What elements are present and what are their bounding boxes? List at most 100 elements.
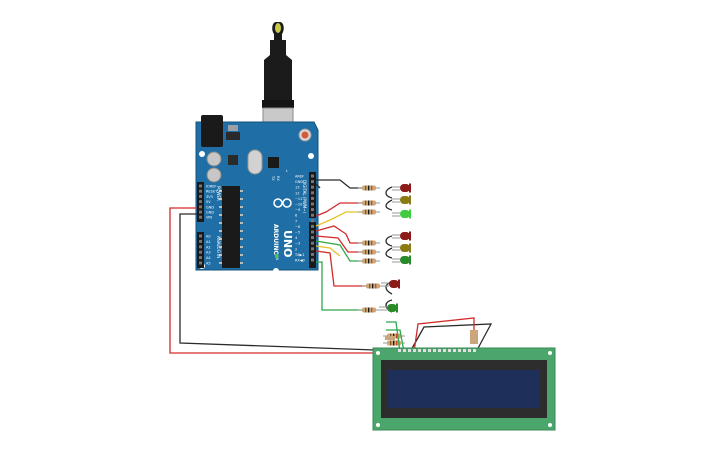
pin-label-left: IOREF bbox=[206, 185, 216, 189]
digital-pin[interactable] bbox=[311, 174, 314, 178]
led-yellow-1[interactable] bbox=[392, 195, 411, 205]
header-pin[interactable] bbox=[199, 256, 202, 260]
header-pin[interactable] bbox=[199, 261, 202, 265]
header-pin[interactable] bbox=[199, 194, 202, 198]
digital-pin[interactable] bbox=[311, 252, 314, 256]
digital-pin[interactable] bbox=[311, 258, 314, 262]
wire-pin8-yellow2 bbox=[315, 235, 362, 253]
led-ground-wires[interactable] bbox=[385, 186, 393, 313]
header-pin[interactable] bbox=[199, 184, 202, 188]
lcd-pin[interactable] bbox=[468, 349, 471, 352]
power-jack bbox=[201, 115, 223, 147]
pin-label-right: ~5 bbox=[295, 231, 300, 235]
digital-pin[interactable] bbox=[311, 180, 314, 184]
resistor-band bbox=[368, 200, 370, 206]
lcd-screen bbox=[388, 370, 540, 408]
lcd-pin[interactable] bbox=[403, 349, 406, 352]
lcd-pin[interactable] bbox=[458, 349, 461, 352]
resistor-band bbox=[365, 240, 367, 246]
digital-pin[interactable] bbox=[311, 224, 314, 228]
digital-pin[interactable] bbox=[311, 219, 314, 223]
lcd-pin[interactable] bbox=[413, 349, 416, 352]
led-red-1[interactable] bbox=[392, 183, 411, 193]
wire-5v-red bbox=[169, 207, 375, 354]
lcd-pin[interactable] bbox=[443, 349, 446, 352]
resistor-band bbox=[375, 283, 377, 289]
digital-header-top bbox=[309, 172, 316, 218]
pin-label-left: A3 bbox=[206, 251, 211, 255]
lcd-pin[interactable] bbox=[473, 349, 476, 352]
resistor-band bbox=[396, 333, 398, 339]
lcd-16x2[interactable] bbox=[372, 330, 556, 431]
header-pin[interactable] bbox=[199, 234, 202, 238]
lcd-pin[interactable] bbox=[418, 349, 421, 352]
resistor-band bbox=[365, 249, 367, 255]
header-pin[interactable] bbox=[199, 215, 202, 219]
atmega-chip bbox=[222, 186, 240, 268]
tx-label: TX bbox=[271, 175, 275, 181]
pin-label-right: ~6 bbox=[295, 225, 300, 229]
resistor-band bbox=[371, 249, 373, 255]
lcd-pin[interactable] bbox=[438, 349, 441, 352]
header-pin[interactable] bbox=[199, 205, 202, 209]
digital-pin[interactable] bbox=[311, 196, 314, 200]
led-yellow-2[interactable] bbox=[392, 243, 411, 253]
arduino-uno-board[interactable]: ARDUINO UNO DIGITAL (PWM~) ANALOG IN POW… bbox=[195, 115, 319, 274]
digital-pin[interactable] bbox=[311, 208, 314, 212]
header-pin[interactable] bbox=[199, 245, 202, 249]
pin-label-left: A4 bbox=[206, 256, 211, 260]
wires-power[interactable] bbox=[169, 207, 493, 354]
resistor-band bbox=[371, 307, 373, 313]
wires-digital[interactable] bbox=[315, 179, 366, 311]
header-pin[interactable] bbox=[199, 200, 202, 204]
leds[interactable] bbox=[379, 183, 411, 313]
lcd-pin[interactable] bbox=[408, 349, 411, 352]
resistor-band bbox=[369, 283, 371, 289]
lcd-pin[interactable] bbox=[463, 349, 466, 352]
digital-pin[interactable] bbox=[311, 230, 314, 234]
pin-label-right: 8 bbox=[295, 214, 297, 218]
resistor-band bbox=[365, 258, 367, 264]
header-pin[interactable] bbox=[199, 210, 202, 214]
header-pin[interactable] bbox=[199, 239, 202, 243]
resistor-band bbox=[371, 209, 373, 215]
digital-pin[interactable] bbox=[311, 236, 314, 240]
resistor-band bbox=[371, 240, 373, 246]
pin-label-right: ~10 bbox=[295, 203, 302, 207]
resistors[interactable] bbox=[358, 185, 405, 346]
wire-lcd-green-1 bbox=[386, 329, 405, 353]
resistor-band bbox=[368, 240, 370, 246]
header-pin[interactable] bbox=[199, 189, 202, 193]
lcd-pin[interactable] bbox=[433, 349, 436, 352]
wire-gnd-led-black1 bbox=[315, 183, 321, 189]
pin-label-right: GND bbox=[295, 180, 303, 184]
pin-label-left: RESET bbox=[206, 190, 218, 194]
header-pin[interactable] bbox=[199, 250, 202, 254]
pin-label-right: ~3 bbox=[295, 242, 300, 246]
lcd-pin[interactable] bbox=[428, 349, 431, 352]
pin-label-right: 2 bbox=[295, 247, 297, 251]
lcd-pin[interactable] bbox=[453, 349, 456, 352]
led-red-2[interactable] bbox=[392, 231, 411, 241]
lcd-pot-resistor[interactable] bbox=[385, 336, 395, 340]
led-green-3[interactable] bbox=[379, 303, 398, 313]
resistor-band bbox=[368, 307, 370, 313]
wire-pin6-yellow bbox=[315, 245, 341, 257]
digital-pin[interactable] bbox=[311, 191, 314, 195]
digital-header-label: DIGITAL (PWM~) bbox=[302, 180, 307, 214]
led-red-3[interactable] bbox=[381, 279, 400, 289]
lcd-pin[interactable] bbox=[448, 349, 451, 352]
digital-pin[interactable] bbox=[311, 185, 314, 189]
digital-pin[interactable] bbox=[311, 241, 314, 245]
led-green-1[interactable] bbox=[392, 209, 411, 219]
lcd-pin[interactable] bbox=[398, 349, 401, 352]
led-green-2[interactable] bbox=[392, 255, 411, 265]
resistor-band bbox=[365, 209, 367, 215]
wire-pin11-yellow1 bbox=[315, 202, 362, 217]
lcd-pin[interactable] bbox=[423, 349, 426, 352]
digital-pin[interactable] bbox=[311, 247, 314, 251]
analog-header-label: ANALOG IN bbox=[216, 236, 221, 258]
digital-pin[interactable] bbox=[311, 213, 314, 217]
digital-pin[interactable] bbox=[311, 202, 314, 206]
